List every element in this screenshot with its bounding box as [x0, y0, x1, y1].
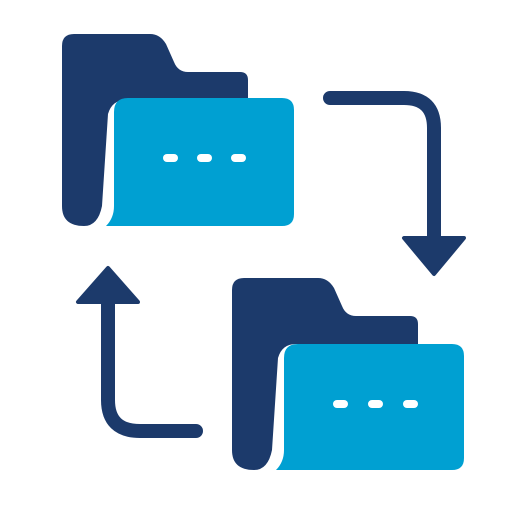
folder-back	[232, 278, 418, 470]
bottom-right-folder-icon	[232, 278, 464, 470]
ellipsis-dots	[333, 400, 418, 408]
up-arrow-icon	[76, 266, 203, 438]
folder-front	[106, 98, 294, 226]
folder-back	[62, 34, 248, 226]
ellipsis-dots	[163, 154, 246, 162]
top-left-folder-icon	[62, 34, 294, 226]
down-arrow-icon	[323, 91, 466, 276]
